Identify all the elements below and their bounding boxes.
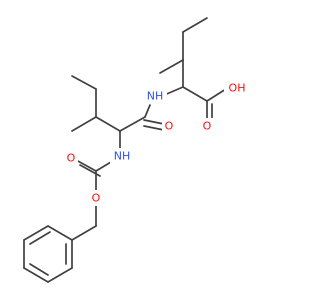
acid-carbonyl-oxygen-label: O: [203, 120, 212, 133]
bond: [206, 88, 227, 102]
bond: [119, 116, 146, 132]
molecule-canvas: OH O NH O NH O O: [23, 17, 250, 283]
bond: [71, 116, 97, 132]
amide-oxygen-label: O: [165, 120, 174, 133]
bond: [182, 86, 208, 102]
bond: [29, 231, 51, 245]
bond: [23, 225, 49, 241]
bond: [47, 225, 73, 241]
peptide-nh-label: NH: [147, 90, 164, 103]
bond: [75, 159, 97, 172]
bond: [29, 263, 49, 276]
structure-diagram: OH O NH O NH O O: [23, 17, 250, 283]
bond: [159, 59, 184, 74]
bond: [143, 119, 165, 125]
ester-oxygen-label: O: [92, 192, 101, 205]
bond: [143, 125, 165, 131]
carbamate-nh-label: NH: [114, 150, 131, 163]
bond: [71, 225, 97, 241]
bonds: [23, 17, 227, 283]
bond: [47, 267, 73, 283]
bond: [182, 17, 208, 33]
bond: [95, 116, 121, 132]
bond: [71, 75, 97, 90]
bond: [23, 267, 49, 283]
carbamate-carbonyl-oxygen-label: O: [67, 152, 76, 165]
bond: [95, 161, 112, 172]
atom-labels: OH O NH O NH O O: [64, 80, 250, 206]
hydroxyl-label: OH: [229, 82, 246, 95]
bond: [144, 104, 151, 118]
